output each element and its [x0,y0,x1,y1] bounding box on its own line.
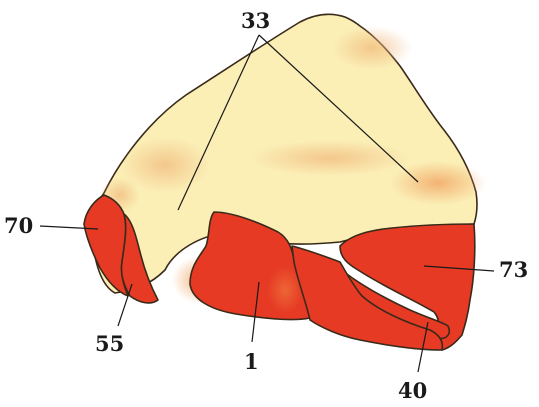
label-33: 33 [241,8,270,33]
label-55: 55 [95,331,124,356]
region-55 [120,213,159,304]
leader-70 [39,225,99,230]
leader-1 [251,281,260,343]
surface-shading [332,26,412,70]
surface-shading [250,140,410,176]
label-40: 40 [398,378,427,403]
surface-shading [120,137,210,193]
leader-33b [258,34,419,183]
leader-33a [177,34,260,211]
surface-shading [390,161,486,205]
leader-40 [417,321,429,373]
region-1-shading [267,266,303,314]
region-73 [339,223,476,351]
leader-73 [423,265,495,272]
label-73: 73 [499,257,528,282]
region-lower-band [291,245,444,351]
leader-55 [117,283,133,327]
label-1: 1 [244,349,259,374]
label-70: 70 [4,213,33,238]
